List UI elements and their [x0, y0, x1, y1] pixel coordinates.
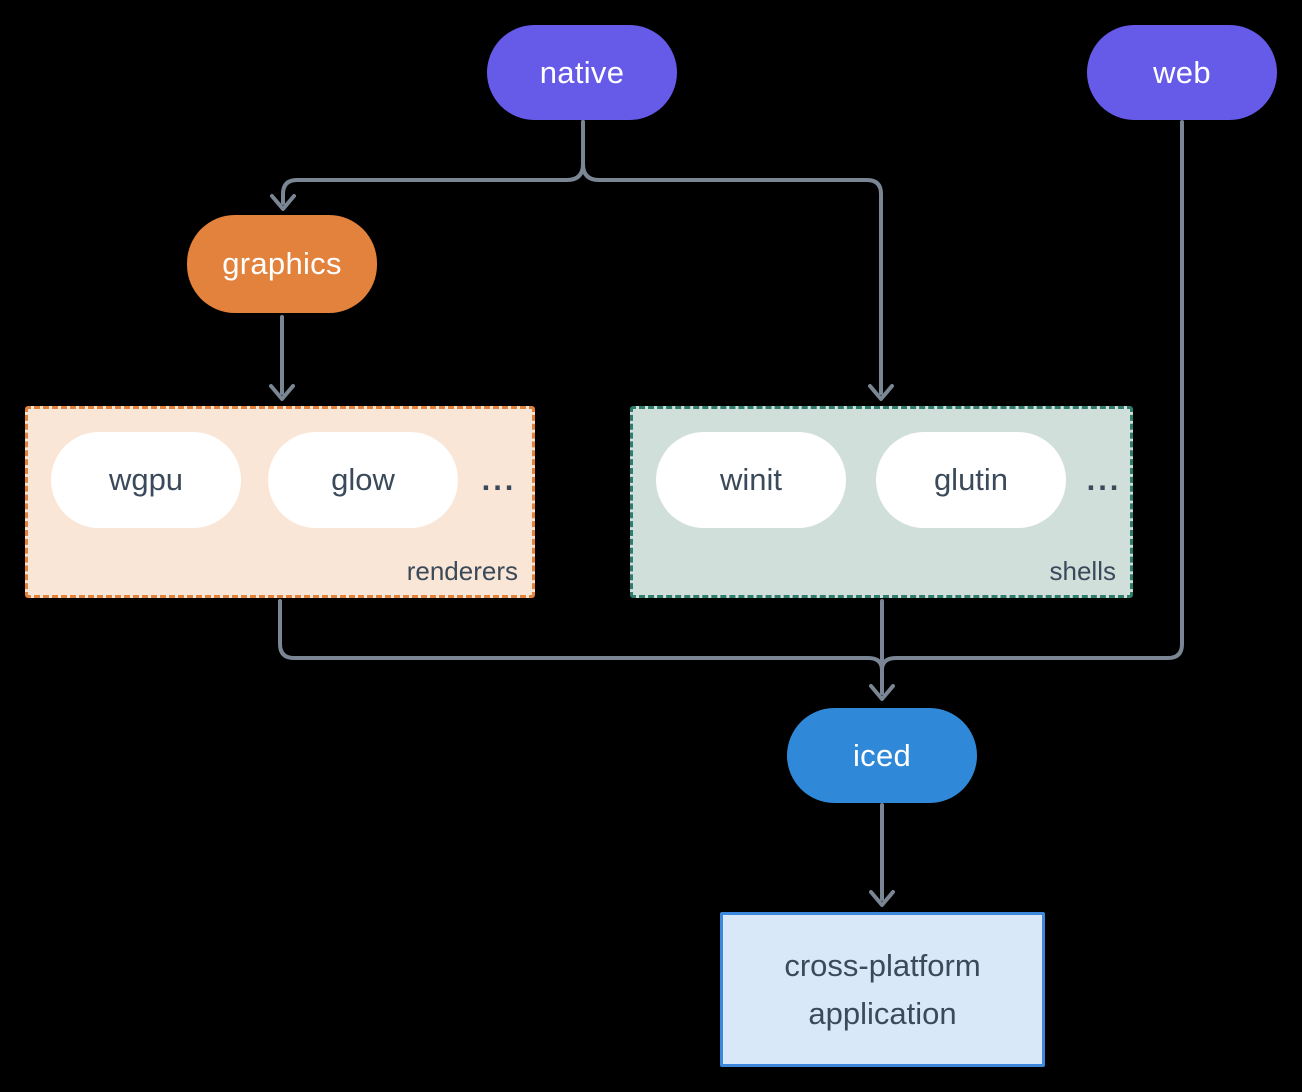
- shells-group-label: shells: [1049, 556, 1116, 586]
- node-glow: glow: [268, 432, 458, 528]
- node-glow-label: glow: [331, 462, 395, 497]
- node-glutin: glutin: [876, 432, 1066, 528]
- arrowhead-iced: [869, 684, 895, 701]
- node-wgpu: wgpu: [51, 432, 241, 528]
- node-web: web: [1087, 25, 1277, 120]
- arrowhead-shells: [868, 384, 894, 401]
- edge-native-graphics: [281, 120, 585, 205]
- node-iced-label: iced: [852, 737, 912, 773]
- node-iced: iced: [787, 708, 977, 803]
- node-glutin-label: glutin: [933, 462, 1009, 497]
- node-cross-platform-application: cross-platform application: [720, 912, 1045, 1067]
- group-renderers: wgpu glow ... renderers: [25, 406, 535, 598]
- renderers-group-label: renderers: [406, 556, 518, 586]
- group-shells: winit glutin ... shells: [630, 406, 1133, 598]
- application-label-line2: application: [808, 995, 957, 1031]
- node-graphics-label: graphics: [222, 246, 342, 281]
- node-winit: winit: [656, 432, 846, 528]
- node-winit-label: winit: [719, 462, 782, 497]
- renderers-ellipsis: ...: [481, 462, 517, 497]
- shells-ellipsis: ...: [1086, 462, 1122, 497]
- node-native: native: [487, 25, 677, 120]
- node-wgpu-label: wgpu: [108, 462, 184, 497]
- edge-native-shells: [581, 120, 883, 395]
- arrowhead-application: [869, 890, 895, 907]
- node-graphics: graphics: [187, 215, 377, 313]
- arrowhead-renderers: [269, 384, 295, 401]
- node-native-label: native: [539, 54, 625, 90]
- edge-renderers-iced: [278, 599, 884, 672]
- application-label-line1: cross-platform: [784, 947, 981, 983]
- node-web-label: web: [1153, 54, 1211, 90]
- arrowhead-graphics: [270, 194, 296, 211]
